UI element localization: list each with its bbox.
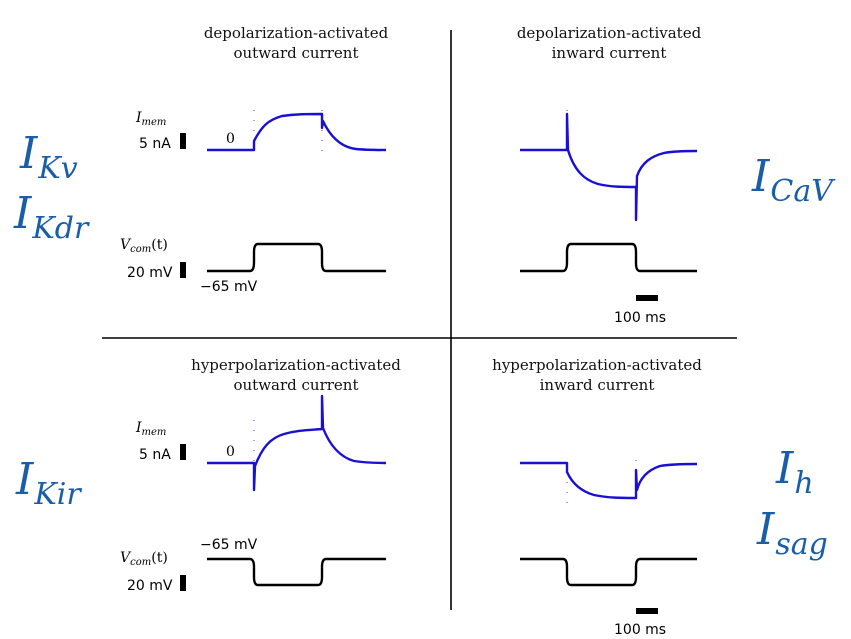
- tl-title-line1: depolarization-activated: [204, 24, 389, 42]
- bl-current-trace: [207, 394, 387, 492]
- tl-vcom-label: Vcom(t): [120, 237, 168, 255]
- channel-label-kir: IKir: [15, 454, 82, 512]
- tr-voltage-trace: [520, 242, 697, 273]
- bl-current-scale-bar: [180, 444, 186, 460]
- tl-voltage-scale-label: 20 mV: [127, 265, 173, 281]
- tl-holding-label: −65 mV: [200, 279, 258, 295]
- br-current-trace: [520, 461, 698, 500]
- channel-label-sag: Isag: [756, 504, 828, 562]
- bl-current-scale-label: 5 nA: [139, 447, 171, 463]
- bl-voltage-scale-bar: [180, 575, 186, 591]
- channel-label-kdr: IKdr: [13, 188, 90, 246]
- br-time-scale-label: 100 ms: [614, 622, 666, 638]
- tl-voltage-scale-bar: [180, 262, 186, 278]
- tr-title-line2: inward current: [552, 44, 667, 62]
- bl-holding-label: −65 mV: [200, 537, 258, 553]
- tl-current-scale-label: 5 nA: [139, 136, 171, 152]
- tr-time-scale-bar: [636, 295, 658, 301]
- tl-zero-label: 0: [226, 131, 235, 147]
- tl-current-trace: [207, 112, 387, 152]
- tr-current-trace: [520, 112, 698, 222]
- channel-label-h: Ih: [775, 443, 814, 501]
- bl-voltage-trace: [207, 557, 386, 587]
- bl-voltage-scale-label: 20 mV: [127, 578, 173, 594]
- tr-title-line1: depolarization-activated: [517, 24, 702, 42]
- br-voltage-trace: [520, 557, 697, 587]
- br-title-line2: inward current: [540, 376, 655, 394]
- tl-current-scale-bar: [180, 133, 186, 149]
- bl-vcom-label: Vcom(t): [120, 550, 168, 568]
- channel-label-cav: ICaV: [751, 151, 836, 209]
- bl-imem-label: Imem: [135, 420, 166, 438]
- tl-voltage-trace: [207, 242, 386, 273]
- channel-label-kv: IKv: [19, 128, 78, 186]
- bl-title-line2: outward current: [233, 376, 358, 394]
- bl-zero-label: 0: [226, 444, 235, 460]
- br-title-line1: hyperpolarization-activated: [492, 356, 702, 374]
- bl-title-line1: hyperpolarization-activated: [191, 356, 401, 374]
- tl-title-line2: outward current: [233, 44, 358, 62]
- tr-time-scale-label: 100 ms: [614, 310, 666, 326]
- br-time-scale-bar: [636, 608, 658, 614]
- tl-imem-label: Imem: [135, 110, 166, 128]
